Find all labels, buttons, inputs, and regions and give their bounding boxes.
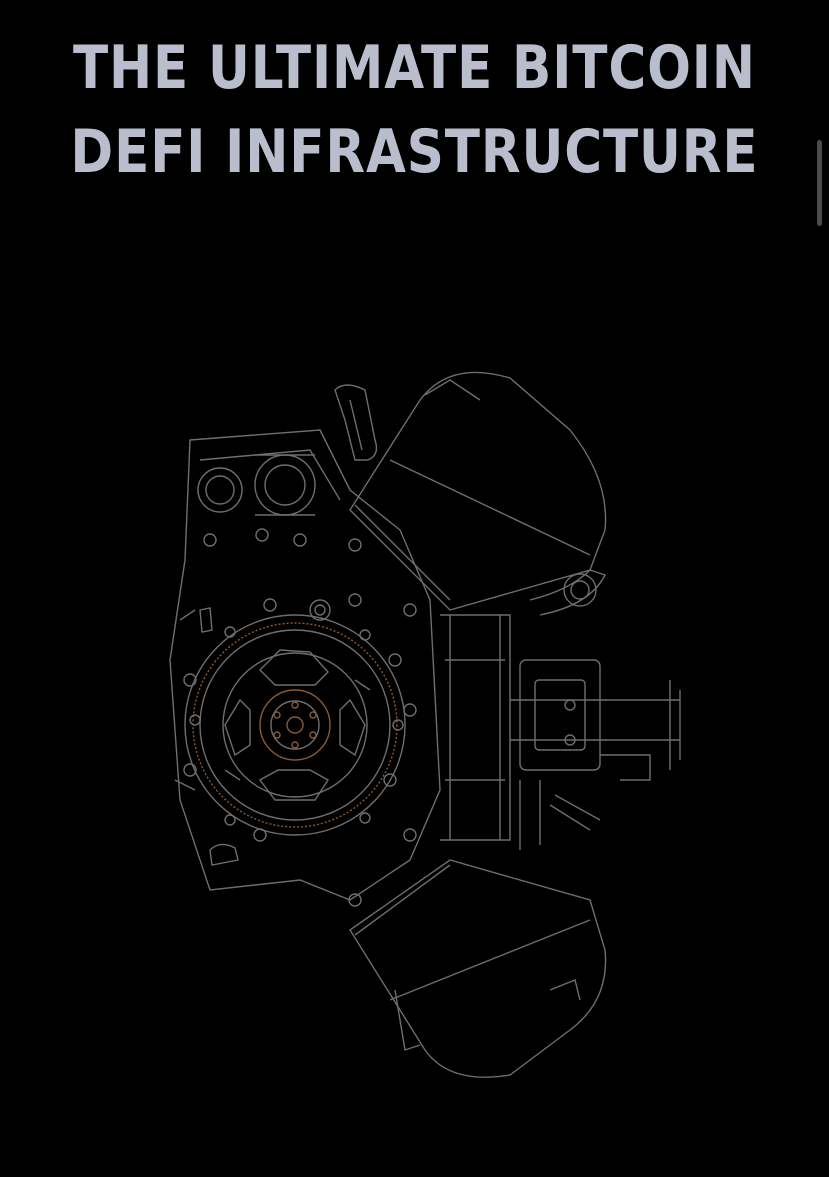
hero-title: THE ULTIMATE BITCOIN DEFI INFRASTRUCTURE bbox=[58, 26, 771, 194]
engine-blueprint-icon bbox=[150, 360, 710, 1080]
hero-title-line-2: DEFI INFRASTRUCTURE bbox=[70, 117, 759, 187]
hero-title-line-1: THE ULTIMATE BITCOIN bbox=[72, 33, 756, 103]
scrollbar-thumb[interactable] bbox=[817, 140, 822, 226]
